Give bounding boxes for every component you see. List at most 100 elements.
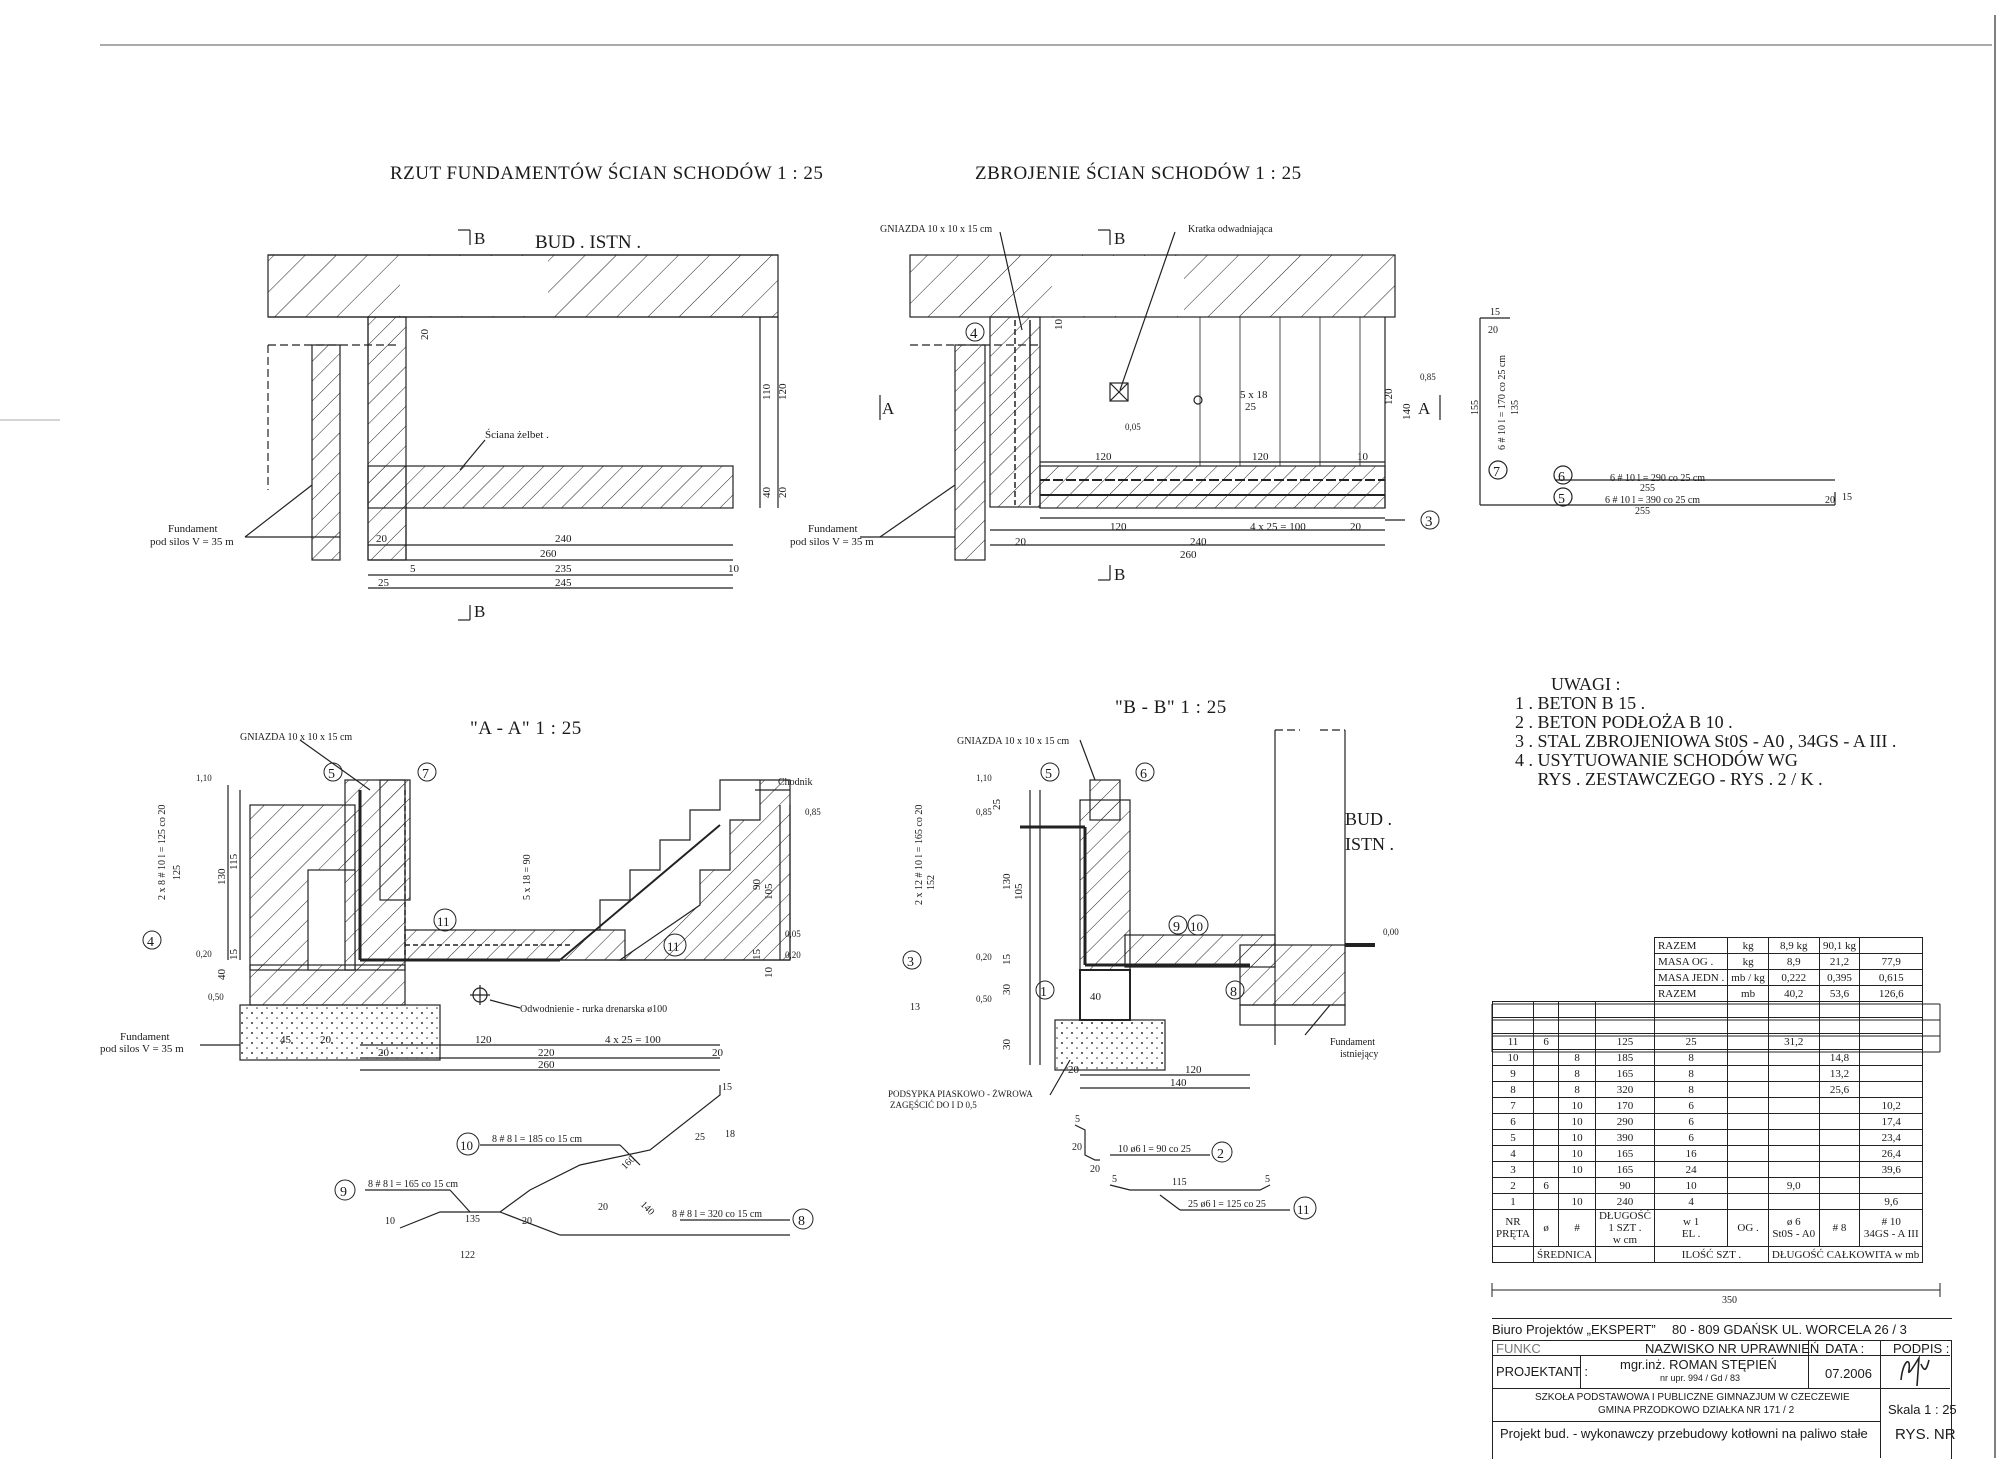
summary-unit: mb xyxy=(1727,985,1769,1002)
plan-foundation-1: Fundament xyxy=(168,523,218,535)
total-st0s: 9,0 xyxy=(1767,1177,1820,1194)
aa-n7: 7 xyxy=(422,767,429,782)
bar-dim: 255 xyxy=(1640,483,1655,494)
reinf-dim: 10 xyxy=(1053,319,1065,331)
bar-details xyxy=(365,1085,1290,1236)
schedule-dlugosc-calk: DŁUGOŚĆ CAŁKOWITA w mb xyxy=(1767,1246,1924,1263)
summary-st0s: 8,9 xyxy=(1767,953,1820,970)
plan-b-marker-top: B xyxy=(474,229,485,248)
summary-st0s: 40,2 xyxy=(1767,985,1820,1002)
tb-address: 80 - 809 GDAŃSK UL. WORCELA 26 / 3 xyxy=(1672,1322,1907,1337)
bb-marker-9 xyxy=(1168,915,1188,935)
plan-bud-istn: BUD . ISTN . xyxy=(535,232,641,253)
aa-n11b: 11 xyxy=(667,939,680,954)
title-block xyxy=(1492,1318,1952,1459)
plan-dim: 235 xyxy=(555,563,572,575)
plan-foundation-2: pod silos V = 35 m xyxy=(150,536,234,548)
aa-lvl: 0,50 xyxy=(208,992,224,1002)
count: 8 xyxy=(1653,1065,1729,1082)
total-h8 xyxy=(1818,1161,1861,1178)
aa-lvl: 0,20 xyxy=(785,950,801,960)
bar-dim: 20 xyxy=(1825,495,1835,506)
total-h8 xyxy=(1818,1129,1861,1146)
total-h10: 10,2 xyxy=(1859,1097,1924,1114)
plan-dim: 240 xyxy=(555,533,572,545)
diameter-hash: 10 xyxy=(1558,1193,1596,1210)
detail-b2: 10 ø6 l = 90 co 25 xyxy=(1118,1144,1191,1155)
count: 8 xyxy=(1653,1049,1729,1066)
bb-lvl: 0,00 xyxy=(1383,927,1399,937)
bar6-spec: 6 # 10 l = 290 co 25 cm xyxy=(1610,473,1705,484)
detail-marker-9 xyxy=(334,1179,356,1201)
aa-marker-5 xyxy=(323,762,343,782)
total-st0s xyxy=(1767,1065,1820,1082)
reinf-dim: 4 x 25 = 100 xyxy=(1250,521,1306,533)
reinf-dim: 120 xyxy=(1252,451,1269,463)
tb-col-date: DATA : xyxy=(1825,1341,1865,1356)
bb-dim: 130 xyxy=(1001,873,1013,890)
diameter-fi xyxy=(1532,1097,1560,1114)
schedule-header-h8: # 8 xyxy=(1818,1209,1861,1247)
bar-dim: 135 xyxy=(1510,400,1521,415)
summary-unit: mb / kg xyxy=(1727,969,1769,986)
bb-foundation-1: Fundament xyxy=(1330,1037,1375,1048)
diameter-fi xyxy=(1532,1065,1560,1082)
bb-d13: 13 xyxy=(910,1002,920,1013)
reinf-dim: 20 xyxy=(1350,521,1362,533)
total-h10 xyxy=(1859,1049,1924,1066)
summary-label: MASA JEDN . xyxy=(1653,969,1729,986)
bar-dim: 155 xyxy=(1470,400,1481,415)
bar7-spec: 6 # 10 l = 170 co 25 cm xyxy=(1497,355,1508,450)
summary-label: RAZEM xyxy=(1653,985,1729,1002)
bb-istn: ISTN . xyxy=(1345,834,1394,854)
schedule-srednica: ŚREDNICA xyxy=(1532,1246,1596,1263)
detail-b8: 8 # 8 l = 320 co 15 cm xyxy=(672,1209,762,1220)
aa-lvl: 1,10 xyxy=(196,773,212,783)
reinf-a-marker-right: A xyxy=(1418,399,1431,418)
bb-marker-6 xyxy=(1135,762,1155,782)
aa-dim: 20 xyxy=(712,1047,724,1059)
summary-h8: 0,395 xyxy=(1818,969,1861,986)
total-h8 xyxy=(1818,1097,1861,1114)
detail-dim: 20 xyxy=(522,1216,532,1227)
schedule-footer-row: ŚREDNICA ILOŚĆ SZT . DŁUGOŚĆ CAŁKOWITA w… xyxy=(1492,1246,1924,1263)
bb-podsypka-1: PODSYPKA PIASKOWO - ŻWROWA xyxy=(888,1089,1033,1099)
plan-dim: 20 xyxy=(777,487,789,499)
reinf-bar-4: 4 xyxy=(970,326,978,342)
total-h8: 13,2 xyxy=(1818,1065,1861,1082)
aa-steps: 5 x 18 = 90 xyxy=(522,854,533,900)
bb-marker-10 xyxy=(1187,914,1209,936)
plan-dim: 120 xyxy=(777,383,789,400)
tb-office: Biuro Projektów „EKSPERT” xyxy=(1492,1322,1656,1337)
summary-st0s: 0,222 xyxy=(1767,969,1820,986)
detail-n8: 8 xyxy=(798,1214,805,1229)
diameter-fi xyxy=(1532,1193,1560,1210)
reinf-b-marker-bottom: B xyxy=(1114,565,1125,584)
bar-number: 11 xyxy=(1492,1033,1534,1050)
length: 170 xyxy=(1594,1097,1655,1114)
detail-dim: 20 xyxy=(1072,1142,1082,1153)
detail-dim: 140 xyxy=(638,1199,656,1217)
schedule-width-dim: 350 xyxy=(1722,1295,1737,1306)
bar-number: 10 xyxy=(1492,1049,1534,1066)
detail-dim: 135 xyxy=(465,1214,480,1225)
aa-foundation-2: pod silos V = 35 m xyxy=(100,1043,184,1055)
plan-dim: 20 xyxy=(419,329,431,341)
total-h10: 39,6 xyxy=(1859,1161,1924,1178)
bb-dim: 40 xyxy=(1090,991,1102,1003)
bb-n8: 8 xyxy=(1230,985,1237,1000)
diameter-hash: 10 xyxy=(1558,1161,1596,1178)
aa-dim: 20 xyxy=(320,1034,332,1046)
detail-b11: 25 ø6 l = 125 co 25 xyxy=(1188,1199,1266,1210)
total-h10 xyxy=(1859,1177,1924,1194)
aa-lvl: 0,05 xyxy=(785,929,801,939)
section-aa-text: GNIAZDA 10 x 10 x 15 cm Chodnik Odwodnie… xyxy=(100,732,821,1071)
plan-b-marker-bottom: B xyxy=(474,602,485,621)
detail-dim: 25 xyxy=(695,1132,705,1143)
bb-podsypka-2: ZAGĘŚCIĆ DO I D 0,5 xyxy=(890,1100,977,1110)
